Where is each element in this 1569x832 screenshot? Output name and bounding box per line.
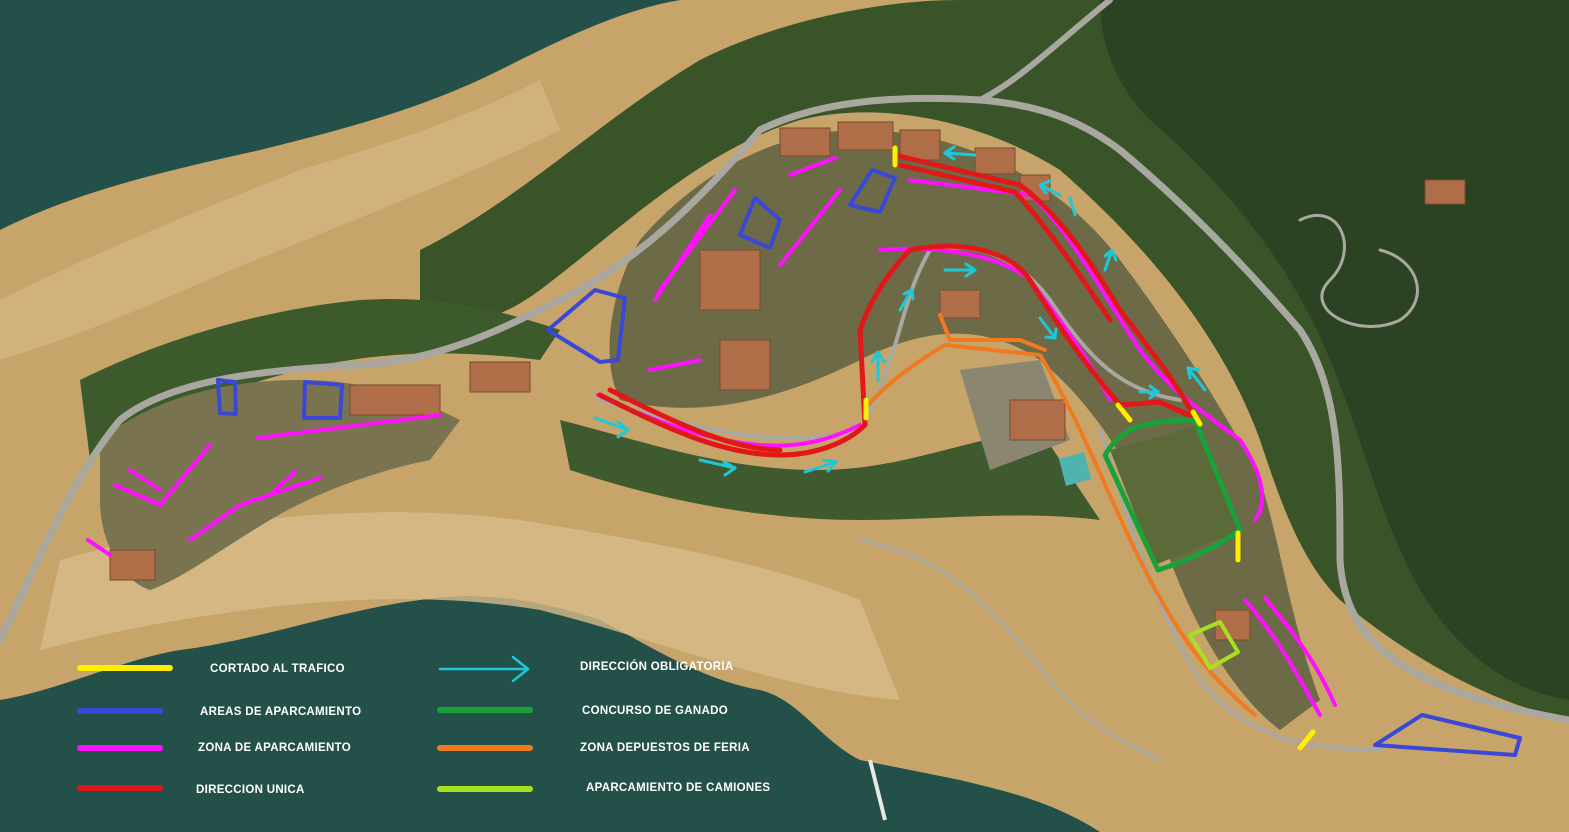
legend-item-parking-zone: ZONA DE APARCAMIENTO <box>77 742 351 754</box>
map-legend: CORTADO AL TRAFICO AREAS DE APARCAMIENTO… <box>77 655 770 796</box>
legend-item-one-way: DIRECCION UNICA <box>77 784 305 796</box>
legend-item-mandatory-direction: DIRECCIÓN OBLIGATORIA <box>438 655 733 683</box>
direction-arrow <box>1068 196 1077 217</box>
building <box>719 339 771 391</box>
direction-arrow <box>698 458 737 477</box>
fair-stalls-zone <box>866 343 1257 717</box>
parking-zone <box>188 476 322 542</box>
closed-to-traffic <box>1190 409 1203 427</box>
legend-label: DIRECCION UNICA <box>196 784 305 796</box>
closed-to-traffic <box>1115 402 1133 423</box>
pool <box>1058 452 1092 486</box>
direction-arrow <box>1038 179 1062 197</box>
parking-area <box>738 196 782 250</box>
building <box>1214 609 1251 641</box>
building <box>1424 179 1466 205</box>
parking-zone-lines <box>86 156 1337 717</box>
forest-east-dark <box>1100 0 1569 700</box>
direction-arrow <box>803 458 838 474</box>
direction-arrow <box>1186 366 1207 392</box>
legend-arrow-icon <box>438 655 530 683</box>
forest-west <box>80 299 560 460</box>
north-road <box>977 0 1113 103</box>
fair-stalls-routes <box>866 313 1257 717</box>
fair-stalls-zone <box>938 313 1047 352</box>
parking-zone <box>1243 598 1322 717</box>
legend-item-parking-areas: AREAS DE APARCAMIENTO <box>77 706 361 718</box>
direction-arrow <box>898 288 915 312</box>
legend-label: AREAS DE APARCAMIENTO <box>200 706 361 718</box>
direction-arrows <box>593 145 1207 477</box>
dry-shore-texture <box>0 80 560 360</box>
closed-to-traffic <box>1297 729 1316 751</box>
building <box>939 289 981 319</box>
direction-arrow <box>943 262 977 278</box>
one-way-routes <box>597 152 1198 458</box>
legend-label: ZONA DEPUESTOS DE FERIA <box>580 742 750 754</box>
village-loop-road <box>598 245 1182 441</box>
building <box>779 127 831 157</box>
building <box>899 129 941 161</box>
parking-zone <box>908 178 1265 522</box>
jetty <box>868 759 887 821</box>
closed-traffic-marks <box>863 145 1316 751</box>
building <box>699 249 761 311</box>
legend-item-truck-parking: APARCAMIENTO DE CAMIONES <box>437 782 770 794</box>
direction-arrow <box>943 145 977 161</box>
shore-road <box>858 538 1162 762</box>
parking-zone <box>256 413 442 440</box>
legend-item-fair-stalls: ZONA DEPUESTOS DE FERIA <box>437 742 750 754</box>
building <box>1009 399 1066 441</box>
direction-arrow <box>1103 248 1118 272</box>
buildings <box>109 121 1466 641</box>
legend-label: CORTADO AL TRAFICO <box>210 663 345 675</box>
parking-area <box>216 378 238 416</box>
building <box>974 147 1016 175</box>
legend-label: ZONA DE APARCAMIENTO <box>198 742 351 754</box>
legend-item-closed: CORTADO AL TRAFICO <box>77 663 345 675</box>
parking-area <box>1373 713 1522 757</box>
parking-zone <box>648 358 702 372</box>
village-ground <box>609 130 1320 730</box>
building <box>349 384 441 416</box>
legend-item-livestock: CONCURSO DE GANADO <box>437 705 728 717</box>
parking-zone <box>778 188 842 267</box>
parking-areas <box>216 168 1522 757</box>
direction-arrow <box>870 350 886 382</box>
parking-zone <box>86 538 112 557</box>
parking-zone <box>113 443 212 508</box>
livestock-contest-area <box>1102 417 1243 573</box>
parking-area <box>848 168 897 214</box>
south-shore-texture <box>40 512 900 700</box>
one-way-route <box>597 243 1198 458</box>
building <box>469 361 531 393</box>
parking-zone <box>1263 596 1337 707</box>
parking-zone <box>658 188 737 292</box>
truck-parking-area <box>1188 620 1240 670</box>
direction-arrow <box>1038 316 1058 340</box>
legend-label: DIRECCIÓN OBLIGATORIA <box>580 660 733 673</box>
sports-field <box>1110 425 1240 565</box>
building <box>109 549 156 581</box>
parking-area <box>546 288 627 364</box>
one-way-route <box>897 162 1113 323</box>
parking-zone <box>788 156 837 177</box>
direction-arrow <box>1138 384 1160 400</box>
one-way-route <box>607 387 783 453</box>
one-way-route <box>892 152 1198 421</box>
parking-zone <box>128 468 162 492</box>
hairpin-road <box>1298 213 1419 328</box>
parking-area <box>302 380 344 420</box>
building <box>837 121 894 151</box>
legend-label: CONCURSO DE GANADO <box>582 705 728 717</box>
direction-arrow <box>593 416 630 439</box>
legend-label: APARCAMIENTO DE CAMIONES <box>586 782 770 794</box>
parking-zone <box>273 470 297 492</box>
